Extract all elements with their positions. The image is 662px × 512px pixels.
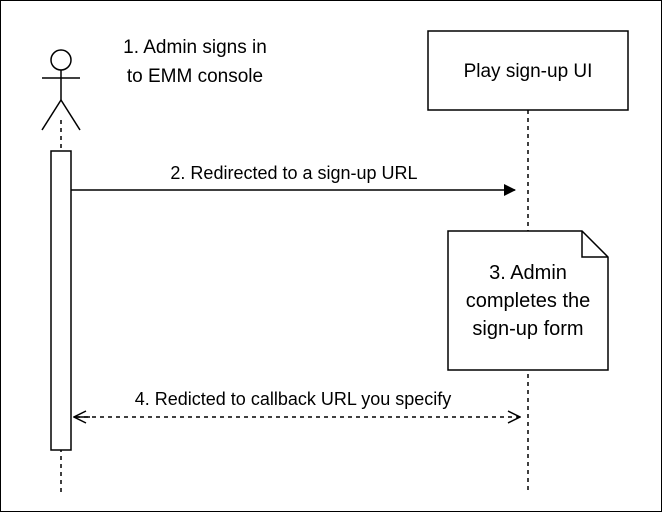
participant-box <box>427 30 629 111</box>
note-line-3: sign-up form <box>472 318 583 340</box>
note-box <box>447 230 609 371</box>
note-fold <box>581 231 608 258</box>
actor-caption-line-1: 1. Admin signs in <box>123 37 267 58</box>
message-label-redirect: 2. Redirected to a sign-up URL <box>170 163 417 183</box>
actor-activation-bar <box>50 150 72 451</box>
message-label-callback: 4. Redicted to callback URL you specify <box>135 389 452 409</box>
participant-label: Play sign-up UI <box>464 61 593 82</box>
actor-caption-line-2: to EMM console <box>127 66 263 87</box>
note-line-1: 3. Admin <box>489 262 567 284</box>
actor-icon <box>41 49 81 131</box>
note-line-2: completes the <box>466 290 591 312</box>
